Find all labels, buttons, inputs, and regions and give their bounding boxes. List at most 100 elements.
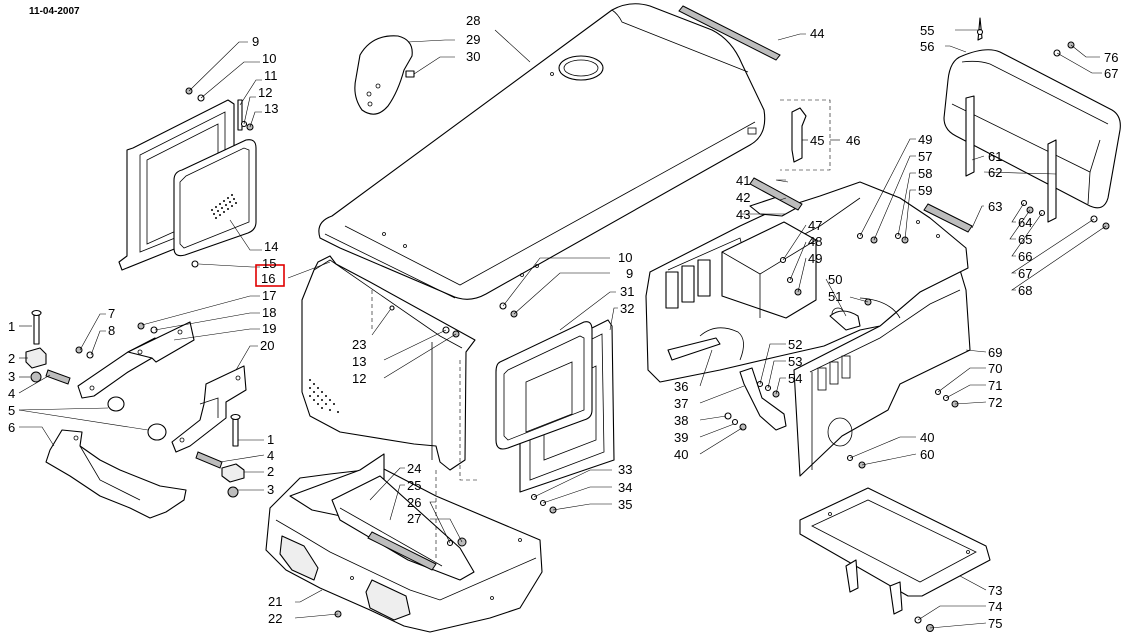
pin-55-head [976, 28, 984, 36]
callout-76[interactable]: 76 [1104, 50, 1118, 65]
callout-63[interactable]: 63 [988, 199, 1002, 214]
callout-73[interactable]: 73 [988, 583, 1002, 598]
callout-58[interactable]: 58 [918, 166, 932, 181]
washer-17 [150, 326, 158, 334]
callout-51[interactable]: 51 [828, 289, 842, 304]
callout-44[interactable]: 44 [810, 26, 824, 41]
callout-53[interactable]: 53 [788, 354, 802, 369]
callout-4b[interactable]: 4 [267, 448, 274, 463]
callout-47[interactable]: 47 [808, 218, 822, 233]
callout-33[interactable]: 33 [618, 462, 632, 477]
callout-21[interactable]: 21 [268, 594, 282, 609]
callout-67[interactable]: 67 [1104, 66, 1118, 81]
callout-41[interactable]: 41 [736, 173, 750, 188]
callout-71[interactable]: 71 [988, 378, 1002, 393]
callout-5[interactable]: 5 [8, 403, 15, 418]
callout-29[interactable]: 29 [466, 32, 480, 47]
callout-9[interactable]: 9 [252, 34, 259, 49]
callout-52[interactable]: 52 [788, 337, 802, 352]
callout-18[interactable]: 18 [262, 305, 276, 320]
callout-1[interactable]: 1 [8, 319, 15, 334]
callout-3b[interactable]: 3 [267, 482, 274, 497]
callout-3[interactable]: 3 [8, 369, 15, 384]
callout-2[interactable]: 2 [8, 351, 15, 366]
callout-26[interactable]: 26 [407, 495, 421, 510]
callout-70[interactable]: 70 [988, 361, 1002, 376]
callout-69[interactable]: 69 [988, 345, 1002, 360]
callout-19[interactable]: 19 [262, 321, 276, 336]
callout-17[interactable]: 17 [262, 288, 276, 303]
callout-30[interactable]: 30 [466, 49, 480, 64]
washer-39 [731, 418, 739, 426]
hood-28 [318, 3, 766, 300]
fastener-23 [389, 305, 395, 311]
callout-67b[interactable]: 67 [1018, 266, 1032, 281]
callout-28[interactable]: 28 [466, 13, 480, 28]
callout-4[interactable]: 4 [8, 386, 15, 401]
mount-bolt-1b [230, 413, 241, 447]
callout-12[interactable]: 12 [258, 85, 272, 100]
callout-49[interactable]: 49 [808, 251, 822, 266]
callout-16[interactable]: 16 [261, 271, 275, 286]
callout-40b[interactable]: 40 [920, 430, 934, 445]
callout-55[interactable]: 55 [920, 23, 934, 38]
callout-22[interactable]: 22 [268, 611, 282, 626]
callout-61[interactable]: 61 [988, 149, 1002, 164]
callout-36[interactable]: 36 [674, 379, 688, 394]
bushing-5 [107, 396, 125, 412]
callout-59[interactable]: 59 [918, 183, 932, 198]
callout-56[interactable]: 56 [920, 39, 934, 54]
callout-20[interactable]: 20 [260, 338, 274, 353]
callout-7[interactable]: 7 [108, 306, 115, 321]
callout-54[interactable]: 54 [788, 371, 802, 386]
callout-48[interactable]: 48 [808, 234, 822, 249]
callout-2b[interactable]: 2 [267, 464, 274, 479]
callout-60[interactable]: 60 [920, 447, 934, 462]
callout-57[interactable]: 57 [918, 149, 932, 164]
mount-bolt-1 [31, 309, 42, 345]
callout-34[interactable]: 34 [618, 480, 632, 495]
callout-64[interactable]: 64 [1018, 215, 1032, 230]
callout-40[interactable]: 40 [674, 447, 688, 462]
callout-23[interactable]: 23 [352, 337, 366, 352]
callout-13b[interactable]: 13 [352, 354, 366, 369]
callout-38[interactable]: 38 [674, 413, 688, 428]
callout-62[interactable]: 62 [988, 165, 1002, 180]
callout-10[interactable]: 10 [262, 51, 276, 66]
callout-1b[interactable]: 1 [267, 432, 274, 447]
callout-8[interactable]: 8 [108, 323, 115, 338]
callout-9b[interactable]: 9 [626, 266, 633, 281]
callout-75[interactable]: 75 [988, 616, 1002, 631]
stud-4b [195, 451, 223, 469]
callout-72[interactable]: 72 [988, 395, 1002, 410]
callout-11[interactable]: 11 [264, 68, 278, 83]
callout-12b[interactable]: 12 [352, 371, 366, 386]
callout-6[interactable]: 6 [8, 420, 15, 435]
callout-50[interactable]: 50 [828, 272, 842, 287]
callout-35[interactable]: 35 [618, 497, 632, 512]
callout-45[interactable]: 45 [810, 133, 824, 148]
callout-15[interactable]: 15 [262, 256, 276, 271]
callout-32[interactable]: 32 [620, 301, 634, 316]
callout-31[interactable]: 31 [620, 284, 634, 299]
callout-42[interactable]: 42 [736, 190, 750, 205]
callout-27[interactable]: 27 [407, 511, 421, 526]
callout-13[interactable]: 13 [264, 101, 278, 116]
callout-65[interactable]: 65 [1018, 232, 1032, 247]
light-cover-29 [354, 35, 413, 115]
callout-46[interactable]: 46 [846, 133, 860, 148]
callout-10b[interactable]: 10 [618, 250, 632, 265]
callout-68[interactable]: 68 [1018, 283, 1032, 298]
callout-66[interactable]: 66 [1018, 249, 1032, 264]
callout-74[interactable]: 74 [988, 599, 1002, 614]
latch-45 [780, 99, 831, 171]
inner-frame-24 [289, 453, 475, 581]
callout-25[interactable]: 25 [407, 478, 421, 493]
nut-40 [739, 423, 747, 431]
callout-14[interactable]: 14 [264, 239, 278, 254]
callout-37[interactable]: 37 [674, 396, 688, 411]
callout-43[interactable]: 43 [736, 207, 750, 222]
callout-39[interactable]: 39 [674, 430, 688, 445]
callout-24[interactable]: 24 [407, 461, 421, 476]
callout-49b[interactable]: 49 [918, 132, 932, 147]
